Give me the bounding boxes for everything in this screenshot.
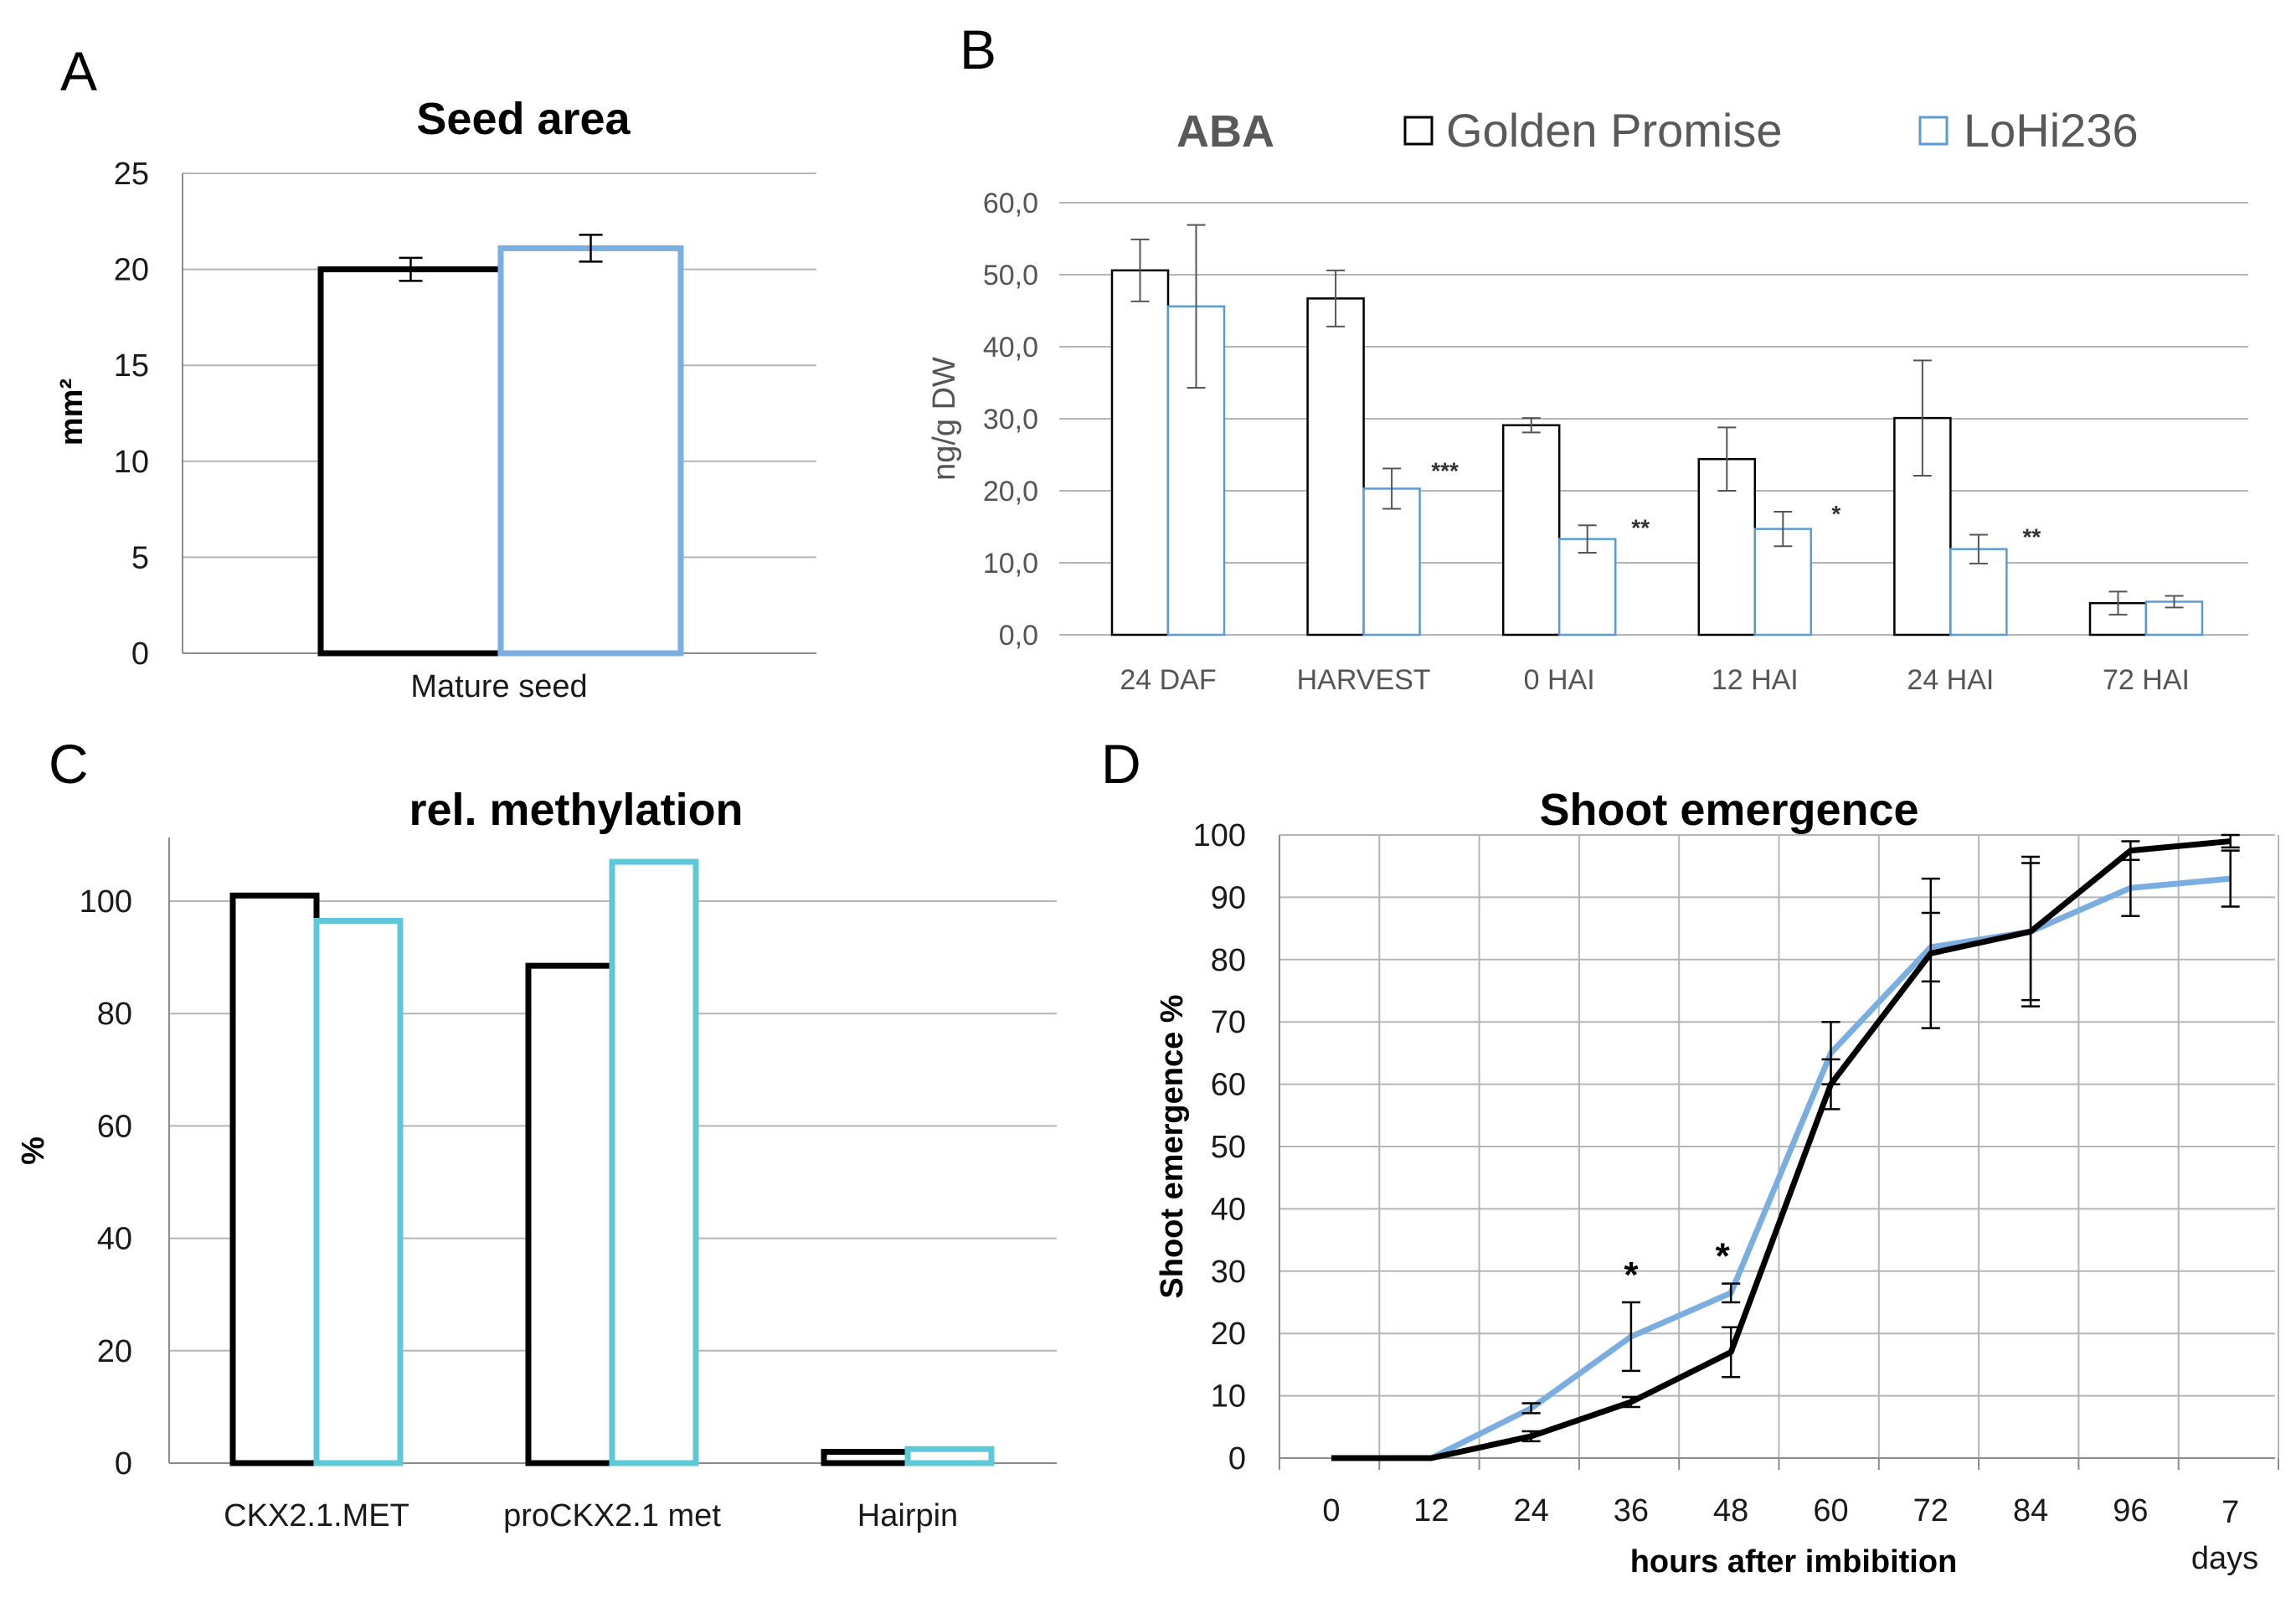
x-tick-label-d: 60: [1813, 1493, 1848, 1528]
bar-b-1-series-1: [1362, 487, 1421, 636]
y-tick-label-b: 10,0: [983, 548, 1038, 580]
x-tick-label-c: Hairpin: [857, 1498, 958, 1533]
y-tick-label-d: 90: [1211, 880, 1246, 915]
significance-marker-d: *: [1624, 1255, 1639, 1296]
y-axis-label-a: mm²: [54, 379, 90, 446]
significance-marker-b: **: [1631, 514, 1650, 540]
bar-b-0-series-0: [1110, 269, 1170, 636]
x-extra-label-d: days: [2191, 1541, 2258, 1576]
legend-label-golden-promise: Golden Promise: [1446, 104, 1783, 157]
x-tick-label-b: 24 DAF: [1120, 664, 1216, 696]
y-tick-label-b: 60,0: [983, 188, 1038, 219]
y-tick-label-d: 0: [1228, 1441, 1246, 1477]
legend-swatch-golden-promise: [1403, 116, 1434, 146]
y-tick-label-d: 40: [1211, 1192, 1246, 1227]
panel-label-d: D: [1101, 733, 1141, 795]
y-tick-label-b: 20,0: [983, 476, 1038, 508]
bar-c-0-series-1: [313, 917, 404, 1466]
y-tick-label-d: 50: [1211, 1130, 1246, 1165]
y-tick-label-d: 30: [1211, 1255, 1246, 1290]
legend-swatch-lohi236: [1918, 116, 1949, 146]
y-axis-label-b: ng/g DW: [927, 357, 962, 481]
x-tick-label-d: 36: [1614, 1493, 1649, 1528]
bar-c-1-series-0: [525, 962, 615, 1466]
chart-title-a: Seed area: [416, 94, 631, 144]
y-tick-label-a: 10: [114, 445, 149, 480]
x-tick-label-d: 12: [1413, 1493, 1449, 1528]
shoot-emergence-chart: 0 10 20 30 40 50 60 70 80 90 100 0 12 24 36 48 60 72 84 96 7…: [1155, 785, 2279, 1580]
y-tick-label-c: 40: [97, 1222, 132, 1257]
y-tick-label-d: 60: [1211, 1068, 1246, 1103]
line-d-series-0: [1331, 838, 2232, 1461]
y-tick-label-c: 20: [97, 1334, 132, 1369]
x-tick-label-d: 84: [2013, 1493, 2048, 1528]
y-axis-label-c: %: [16, 1136, 51, 1165]
bar-c-2-series-1: [904, 1446, 995, 1466]
panel-label-c: C: [49, 733, 89, 795]
x-tick-label-b: 72 HAI: [2103, 664, 2190, 696]
significance-marker-b: *: [1831, 501, 1840, 527]
legend-label-lohi236: LoHi236: [1964, 104, 2139, 157]
x-tick-label-c: proCKX2.1 met: [503, 1498, 721, 1533]
bar-a-series-1: [497, 245, 684, 657]
x-tick-label-d: 72: [1913, 1493, 1949, 1528]
bar-b-1-series-0: [1306, 297, 1365, 636]
y-tick-label-d: 100: [1193, 818, 1246, 853]
bar-c-1-series-1: [609, 858, 699, 1466]
x-tick-label-b: 0 HAI: [1524, 664, 1595, 696]
bar-b-2-series-0: [1501, 424, 1561, 636]
x-tick-label-c: CKX2.1.MET: [224, 1498, 409, 1533]
bar-b-2-series-1: [1557, 538, 1617, 636]
chart-title-d: Shoot emergence: [1539, 785, 1918, 835]
significance-marker-b: ***: [1431, 457, 1459, 483]
significance-marker-d: *: [1716, 1236, 1731, 1277]
y-tick-label-b: 40,0: [983, 332, 1038, 363]
x-axis-label-d: hours after imbibition: [1630, 1544, 1958, 1580]
x-tick-label-d: 7: [2221, 1495, 2239, 1530]
x-tick-label-b: 24 HAI: [1907, 664, 1994, 696]
y-tick-label-c: 100: [80, 884, 132, 920]
line-d-series-1: [1331, 875, 2232, 1461]
x-tick-label-a: Mature seed: [410, 669, 587, 704]
y-tick-label-b: 30,0: [983, 404, 1038, 436]
y-tick-label-c: 0: [115, 1446, 132, 1482]
y-tick-label-d: 10: [1211, 1379, 1246, 1415]
y-axis-label-d: Shoot emergence %: [1155, 994, 1190, 1298]
y-tick-label-d: 70: [1211, 1005, 1246, 1040]
y-tick-label-a: 20: [114, 253, 149, 288]
aba-chart: 0,0 10,0 20,0 30,0 40,0 50,0 60,0 24 DAF HARVEST…: [927, 104, 2248, 696]
panel-label-a: A: [60, 40, 97, 102]
y-tick-label-c: 60: [97, 1109, 132, 1144]
bar-c-2-series-0: [821, 1449, 911, 1466]
bar-a-series-0: [317, 266, 504, 657]
y-tick-label-a: 25: [114, 157, 149, 192]
y-tick-label-a: 0: [131, 636, 149, 672]
bar-c-0-series-0: [229, 892, 320, 1466]
panel-label-b: B: [960, 18, 996, 80]
x-tick-label-d: 96: [2113, 1493, 2148, 1528]
x-tick-label-d: 0: [1322, 1493, 1340, 1528]
y-tick-label-d: 20: [1211, 1317, 1246, 1352]
chart-title-c: rel. methylation: [409, 785, 743, 835]
chart-title-b: ABA: [1176, 106, 1274, 157]
y-tick-label-a: 5: [131, 540, 149, 575]
x-tick-label-d: 48: [1713, 1493, 1748, 1528]
y-tick-label-a: 15: [114, 348, 149, 384]
bar-b-3-series-1: [1753, 528, 1813, 636]
y-tick-label-c: 80: [97, 997, 132, 1032]
y-tick-label-d: 80: [1211, 943, 1246, 978]
y-tick-label-b: 0,0: [999, 620, 1038, 652]
y-tick-label-b: 50,0: [983, 260, 1038, 291]
x-tick-label-b: 12 HAI: [1712, 664, 1799, 696]
significance-marker-b: **: [2023, 523, 2041, 549]
x-tick-label-d: 24: [1513, 1493, 1548, 1528]
x-tick-label-b: HARVEST: [1297, 664, 1431, 696]
